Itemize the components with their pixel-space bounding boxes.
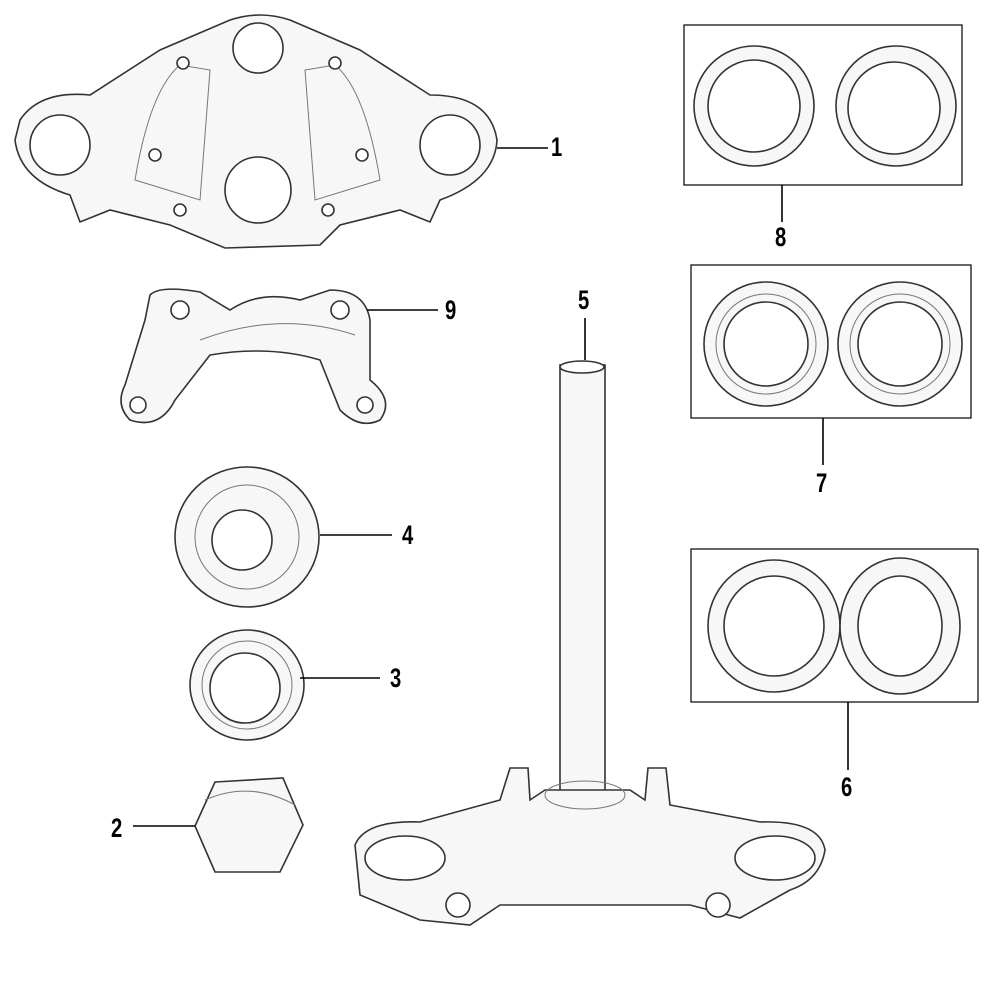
part-upper-triple-clamp (14, 14, 498, 249)
leader-lines (133, 147, 849, 827)
callout-5: 5 (578, 285, 590, 315)
part-stem-nut (194, 777, 304, 873)
callout-2: 2 (111, 813, 123, 843)
part-bearing-races-box (683, 24, 963, 186)
part-steering-stem (354, 360, 826, 926)
callout-3: 3 (390, 663, 402, 693)
callout-4: 4 (402, 520, 414, 550)
callout-6: 6 (841, 772, 853, 802)
callout-8: 8 (775, 222, 787, 252)
part-bearing-cups-box (690, 264, 972, 419)
callout-1: 1 (551, 132, 563, 162)
callout-7: 7 (816, 468, 828, 498)
part-adjusting-nut (174, 466, 320, 608)
part-handlebar-bracket (120, 288, 387, 425)
callout-9: 9 (445, 295, 457, 325)
part-ball-cages-box (690, 548, 979, 703)
part-lower-bearing-race (189, 629, 305, 741)
